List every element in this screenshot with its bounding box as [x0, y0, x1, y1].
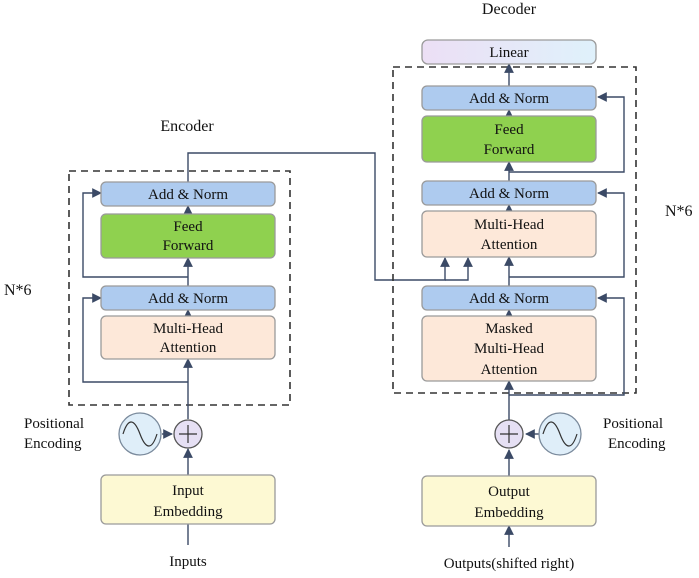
encoder-repeat-label: N*6: [4, 282, 32, 299]
encoder-add-norm-bottom: [100, 285, 276, 311]
decoder-connections: [504, 63, 625, 547]
decoder-add-norm-top-label: Add & Norm: [469, 91, 549, 107]
output-embedding: [421, 475, 597, 527]
decoder-masked-attention: [421, 315, 597, 382]
input-embedding-line1: Input: [172, 483, 204, 499]
decoder-attention-line2: Attention: [481, 237, 538, 253]
encoder-feed-forward-line1: Feed: [173, 219, 203, 235]
decoder-linear: [421, 39, 597, 65]
decoder-positional-label-line1: Positional: [603, 416, 663, 432]
encoder-add-norm-bottom-label: Add & Norm: [148, 291, 228, 307]
input-embedding-line2: Embedding: [153, 504, 223, 520]
decoder-masked-attention-line2: Multi-Head: [474, 341, 544, 357]
encoder-positional-label-line1: Positional: [24, 416, 84, 432]
decoder-attention-line1: Multi-Head: [474, 217, 544, 233]
decoder-repeat-label: N*6: [665, 203, 693, 220]
decoder-plus-icon: [494, 419, 524, 449]
encoder-stack-border: [68, 170, 291, 406]
decoder-feed-forward-line2: Forward: [484, 142, 535, 158]
decoder-add-norm-middle: [421, 180, 597, 206]
encoder-feed-forward: [100, 213, 276, 259]
input-embedding: [100, 474, 276, 525]
decoder-stack-border: [392, 66, 637, 394]
output-embedding-line1: Output: [488, 484, 531, 500]
output-embedding-line2: Embedding: [474, 505, 544, 521]
decoder-multi-head-attention: [421, 210, 597, 258]
encoder-title: Encoder: [160, 118, 214, 135]
decoder-positional-label-line2: Encoding: [608, 436, 666, 452]
outputs-label: Outputs(shifted right): [444, 556, 574, 572]
decoder-add-norm-bottom-label: Add & Norm: [469, 291, 549, 307]
encoder-positional-label-line2: Encoding: [24, 436, 82, 452]
encoder-attention-line1: Multi-Head: [153, 321, 223, 337]
decoder-feed-forward: [421, 115, 597, 163]
decoder-add-norm-middle-label: Add & Norm: [469, 186, 549, 202]
encoder-connections: [82, 152, 473, 545]
decoder-linear-label: Linear: [489, 45, 528, 61]
encoder-plus-icon: [173, 419, 203, 449]
encoder-feed-forward-line2: Forward: [163, 238, 214, 254]
decoder-add-norm-top: [421, 85, 597, 111]
decoder-masked-attention-line3: Attention: [481, 362, 538, 378]
encoder-multi-head-attention: [100, 315, 276, 360]
decoder-feed-forward-line1: Feed: [494, 122, 524, 138]
decoder-title: Decoder: [482, 1, 537, 18]
decoder-masked-attention-line1: Masked: [485, 321, 533, 337]
inputs-label: Inputs: [169, 554, 207, 570]
decoder-sine-wave-icon: [538, 412, 582, 456]
encoder-add-norm-top: [100, 181, 276, 207]
encoder-attention-line2: Attention: [160, 340, 217, 356]
encoder-add-norm-top-label: Add & Norm: [148, 187, 228, 203]
decoder-add-norm-bottom: [421, 285, 597, 311]
encoder-sine-wave-icon: [118, 412, 162, 456]
